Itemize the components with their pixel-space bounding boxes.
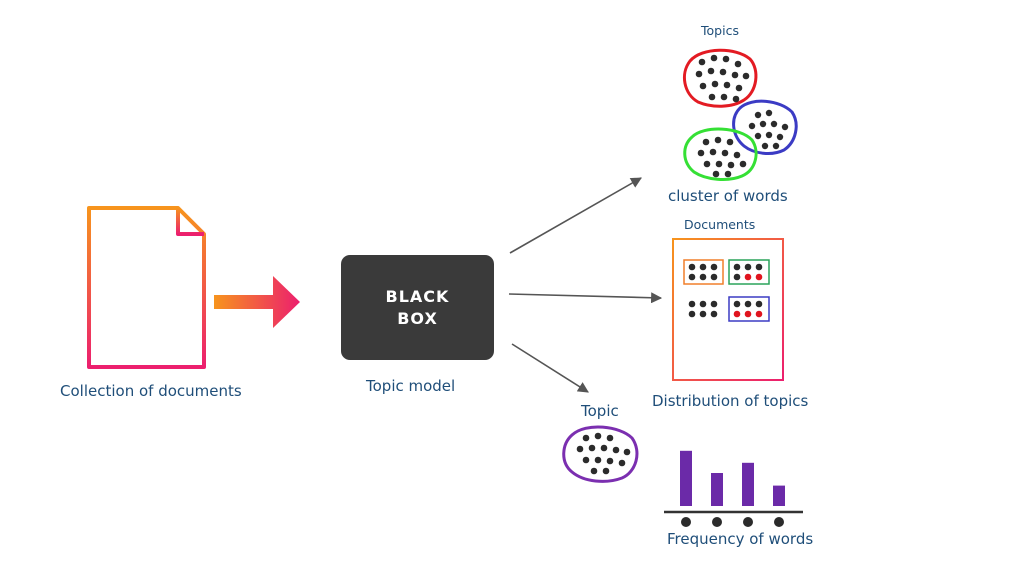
black-box: BLACK BOX — [341, 255, 494, 360]
frequency-word-dot-2 — [712, 517, 722, 527]
frequency-bar-2 — [711, 473, 723, 506]
frequency-bar-4 — [773, 485, 785, 506]
distribution-label: Distribution of topics — [652, 392, 809, 410]
topic-cluster-blue — [732, 99, 798, 155]
frequency-label: Frequency of words — [667, 530, 814, 548]
frequency-chart — [664, 450, 803, 527]
arrow-to-topic — [511, 343, 589, 393]
frequency-word-dot-1 — [681, 517, 691, 527]
black-box-line2: BOX — [397, 308, 438, 328]
topic-model-label: Topic model — [366, 377, 456, 395]
topic-label: Topic — [581, 402, 619, 420]
arrow-to-documents — [508, 292, 663, 304]
frequency-bar-1 — [680, 450, 692, 506]
topics-label: Topics — [701, 23, 739, 38]
doc-dots-highlight — [733, 273, 763, 318]
document-icon — [87, 206, 206, 369]
topic-cluster-green — [683, 127, 758, 181]
documents-label: Documents — [684, 217, 756, 232]
black-box-line1: BLACK — [385, 286, 450, 306]
doc-topic-box-orange — [683, 259, 724, 285]
doc-topic-box-green — [728, 259, 770, 285]
gradient-arrow-icon — [214, 276, 300, 328]
collection-label: Collection of documents — [60, 382, 242, 400]
topic-cluster-purple — [562, 425, 639, 483]
doc-topic-box-blue — [728, 296, 770, 322]
frequency-word-dot-4 — [774, 517, 784, 527]
frequency-bar-3 — [742, 462, 754, 506]
frequency-word-dot-3 — [743, 517, 753, 527]
topic-cluster-red — [682, 48, 758, 108]
documents-box — [672, 238, 784, 381]
doc-dots — [688, 263, 763, 318]
cluster-label: cluster of words — [668, 187, 788, 205]
arrow-to-topics — [509, 177, 642, 254]
